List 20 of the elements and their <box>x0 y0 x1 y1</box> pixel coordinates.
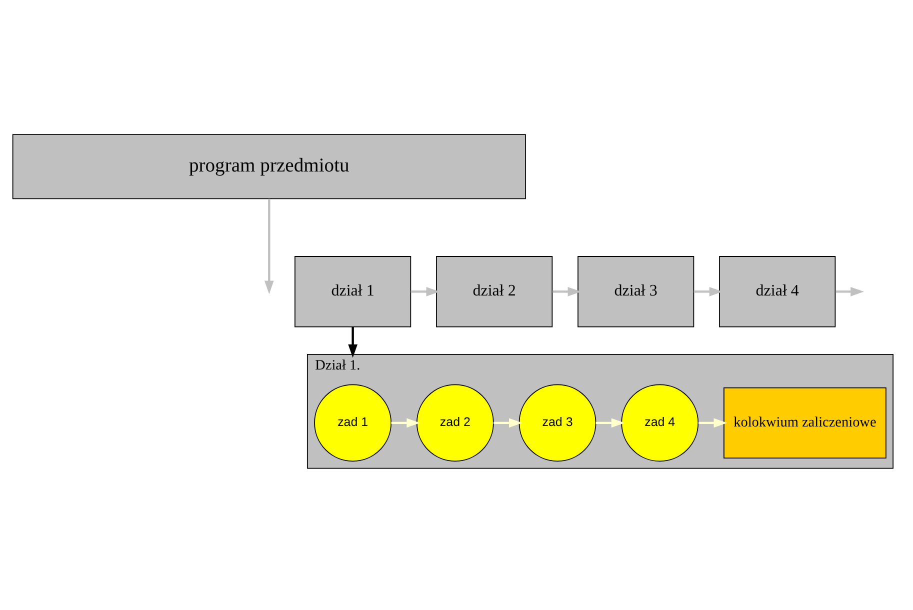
arrow <box>391 418 420 428</box>
node-box: dział 4 <box>719 256 836 328</box>
arrow <box>410 286 440 296</box>
arrow <box>348 326 358 358</box>
node-circle: zad 3 <box>518 384 596 462</box>
node-box: dział 2 <box>436 256 553 328</box>
node-box: dział 3 <box>578 256 694 328</box>
node-circle: zad 4 <box>621 384 699 462</box>
node-circle: zad 2 <box>416 384 494 462</box>
arrow <box>596 418 625 428</box>
arrow <box>264 198 274 294</box>
node-circle: zad 1 <box>314 384 392 462</box>
node-box: kolokwium zaliczeniowe <box>724 387 886 459</box>
arrow <box>552 286 582 296</box>
node-box: dział 1 <box>294 256 412 328</box>
arrow <box>494 418 522 428</box>
arrow <box>694 286 723 296</box>
arrow <box>836 286 864 296</box>
node-box: program przedmiotu <box>12 134 526 200</box>
arrow <box>698 418 728 428</box>
